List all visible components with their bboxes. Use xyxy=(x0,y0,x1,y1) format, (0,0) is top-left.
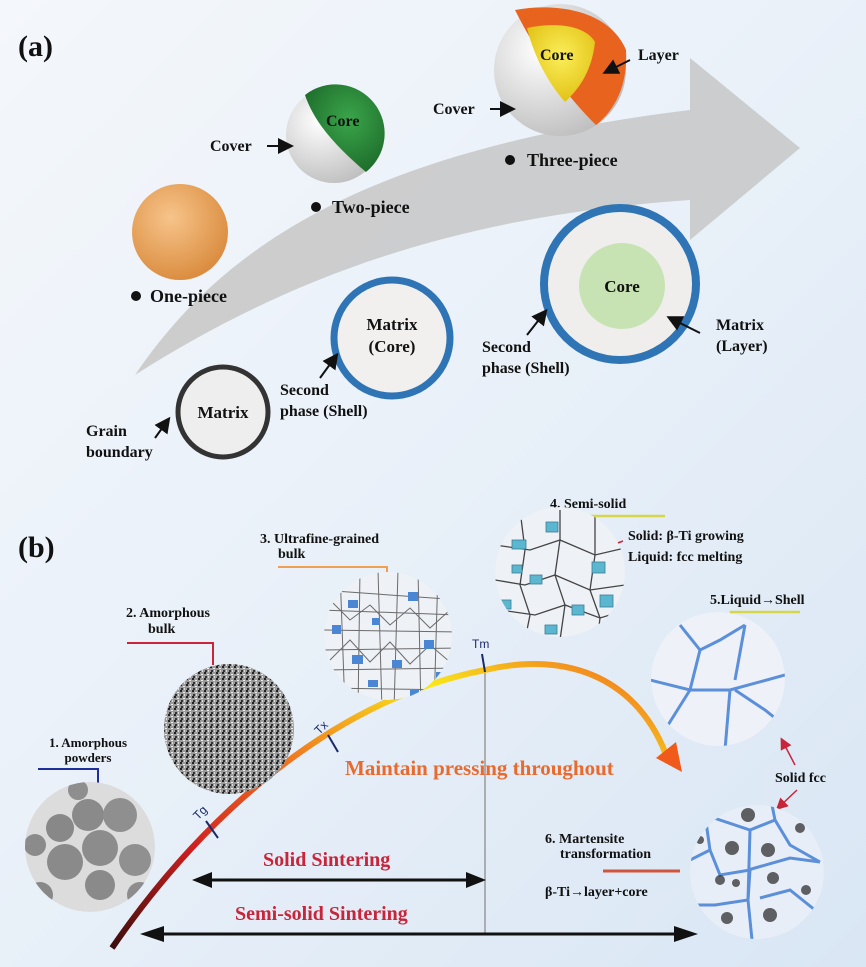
stage3-micrograph xyxy=(324,572,452,700)
core-layer-right-line1: Matrix xyxy=(716,317,764,334)
core-shell-annotation-line1: Second xyxy=(280,382,329,399)
tg-tick xyxy=(205,820,219,839)
arrow-icon xyxy=(775,789,798,811)
stage2-label-line2: bulk xyxy=(148,622,175,637)
bullet-icon xyxy=(505,155,515,165)
one-piece-ball xyxy=(132,184,228,280)
arrowhead-left-icon xyxy=(140,926,164,942)
three-piece-layer-label: Layer xyxy=(638,47,679,64)
stage3-label-line1: 3. Ultrafine-grained xyxy=(260,532,379,547)
stage1-leader xyxy=(38,768,99,783)
panel-b-label: (b) xyxy=(18,531,55,564)
tx-tick xyxy=(327,734,339,753)
core-shell-center-line1: Matrix xyxy=(367,315,418,334)
arrow-icon xyxy=(526,308,548,336)
two-piece-ball xyxy=(286,84,385,183)
stage4-note-line1: Solid: β-Ti growing xyxy=(628,529,744,544)
progression-arrow xyxy=(135,58,800,375)
stage1-label-line2: powders xyxy=(65,750,112,765)
one-piece-caption: One-piece xyxy=(150,286,227,306)
single-matrix-label: Matrix xyxy=(198,403,249,422)
core-layer-left-line2: phase (Shell) xyxy=(482,360,570,377)
grain-boundary-line2: boundary xyxy=(86,444,153,461)
stage1-micrograph xyxy=(25,782,155,912)
stage5-micrograph xyxy=(651,612,785,746)
tm-label: Tm xyxy=(472,637,489,651)
curve-caption: Maintain pressing throughout xyxy=(345,756,614,780)
three-piece-cover-label: Cover xyxy=(433,101,475,118)
three-piece-caption: Three-piece xyxy=(527,150,618,170)
core-layer-right-line2: (Layer) xyxy=(716,338,768,355)
arrow-icon xyxy=(319,352,339,379)
tm-tick xyxy=(481,653,486,673)
stage2-micrograph xyxy=(164,664,294,794)
core-shell-grain xyxy=(330,276,454,400)
core-region xyxy=(579,243,665,329)
core-layer-center-label: Core xyxy=(604,277,640,296)
arrow-icon xyxy=(602,59,631,74)
stage3-label-line2: bulk xyxy=(278,547,305,562)
arrowhead-left-icon xyxy=(192,872,212,888)
two-piece-caption: Two-piece xyxy=(332,197,410,217)
semi-solid-sintering-label: Semi-solid Sintering xyxy=(235,903,408,925)
three-piece-core-label: Core xyxy=(540,47,573,64)
stage2-label-line1: 2. Amorphous xyxy=(126,606,211,621)
three-piece-ball xyxy=(494,4,627,136)
two-piece-core-label: Core xyxy=(326,113,359,130)
stage2-leader xyxy=(127,642,214,665)
arrowhead-right-icon xyxy=(674,926,698,942)
grain-boundary-line1: Grain xyxy=(86,423,127,440)
bullet-icon xyxy=(131,291,141,301)
temperature-curve xyxy=(109,661,671,950)
core-shell-center-line2: (Core) xyxy=(369,337,416,356)
curve-arrowhead-icon xyxy=(656,742,682,772)
solid-fcc-label: Solid fcc xyxy=(775,771,826,786)
stage1-label-line1: 1. Amorphous xyxy=(49,735,127,750)
panel-a-label: (a) xyxy=(18,30,53,63)
arrowhead-right-icon xyxy=(466,872,486,888)
bullet-icon xyxy=(311,202,321,212)
tg-label: Tg xyxy=(190,803,210,823)
arrow-icon xyxy=(780,737,796,766)
stage6-note: β-Ti→layer+core xyxy=(545,885,648,900)
core-shell-annotation-line2: phase (Shell) xyxy=(280,403,368,420)
arrow-icon xyxy=(154,416,171,439)
stage6-label-line2: transformation xyxy=(560,847,651,862)
core-layer-left-line1: Second xyxy=(482,339,531,356)
stage4-micrograph xyxy=(495,507,625,637)
stage6-micrograph xyxy=(690,805,824,939)
stage6-label-line1: 6. Martensite xyxy=(545,832,624,847)
stage5-label-line1: 5.Liquid→Shell xyxy=(710,593,805,608)
two-piece-cover-label: Cover xyxy=(210,138,252,155)
solid-sintering-label: Solid Sintering xyxy=(263,849,390,871)
stage4-note-line2: Liquid: fcc melting xyxy=(628,550,742,565)
arrow-icon xyxy=(666,316,701,334)
single-phase-grain xyxy=(175,364,271,460)
